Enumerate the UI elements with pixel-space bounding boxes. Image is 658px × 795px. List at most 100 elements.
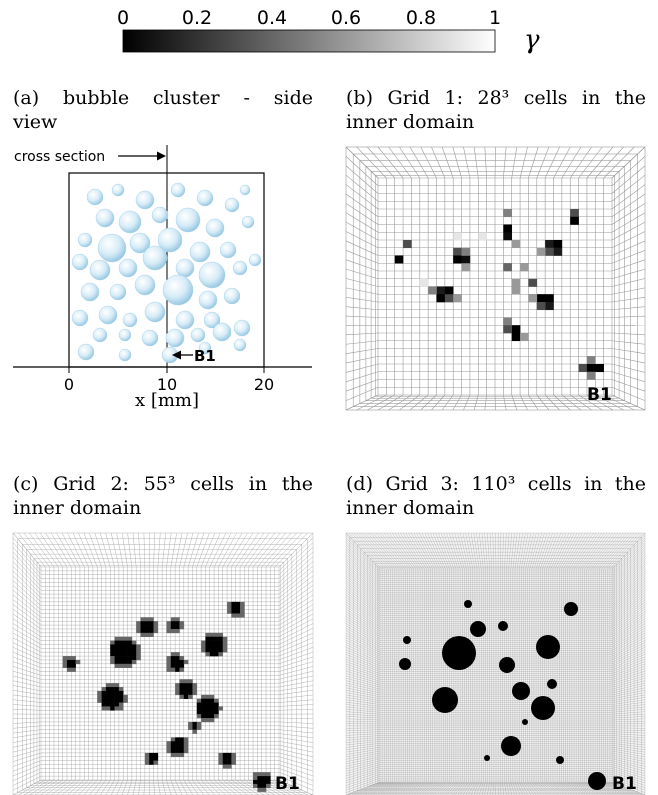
grid-line: [274, 779, 308, 795]
grid-line: [12, 613, 42, 634]
grid-line: [278, 737, 314, 743]
volume-fraction-cell: [257, 780, 262, 785]
colorbar: 0 0.2 0.4 0.6 0.8 1 γ: [117, 7, 540, 55]
volume-fraction-cell: [214, 702, 219, 707]
volume-fraction-cell: [253, 783, 258, 789]
volume-fraction-cell: [97, 694, 102, 699]
grid-line: [611, 745, 646, 750]
grid-line: [432, 781, 448, 795]
grid-line: [45, 532, 68, 568]
grid-line: [345, 287, 379, 295]
grid-line: [345, 561, 381, 593]
grid-line: [552, 781, 569, 795]
grid-line: [468, 532, 476, 570]
grid-line: [51, 779, 72, 795]
grid-line: [544, 394, 560, 411]
grid-line: [345, 675, 381, 686]
grid-line: [278, 589, 314, 614]
bubble: [111, 183, 125, 197]
grid-line: [611, 573, 646, 603]
bubble: [212, 322, 232, 342]
grid-line: [157, 779, 161, 795]
grid-line: [12, 760, 42, 772]
volume-fraction-cell: [136, 656, 141, 661]
grid-line: [345, 721, 381, 723]
grid-line: [174, 532, 183, 568]
grid-line: [170, 779, 177, 795]
volume-fraction-cell: [110, 659, 115, 665]
volume-fraction-cell: [227, 609, 232, 614]
grid-line: [345, 772, 381, 784]
grid-line: [12, 768, 42, 781]
volume-fraction-cell: [235, 609, 241, 614]
volume-fraction-cell: [266, 780, 271, 785]
grid-line: [127, 779, 133, 795]
grid-line: [196, 532, 210, 568]
volume-fraction-cell: [175, 752, 180, 758]
grid-line: [345, 663, 381, 676]
caption-d-line1: (d) Grid 3: 110³ cells in the: [346, 473, 646, 495]
grid-line: [345, 745, 381, 750]
caption-b-line2: inner domain: [346, 111, 475, 133]
volume-fraction-cell: [511, 333, 521, 342]
volume-fraction-cell: [110, 652, 115, 657]
volume-fraction-cell: [235, 613, 241, 618]
grid-line: [345, 630, 381, 649]
volume-fraction-cell: [240, 605, 245, 610]
grid-line: [452, 146, 462, 179]
volume-fraction-cell: [201, 718, 206, 723]
volume-fraction-cell: [123, 694, 128, 699]
volume-fraction-cell: [118, 698, 124, 703]
grid-line: [578, 532, 602, 570]
bubble: [224, 197, 240, 213]
bubble: [203, 311, 221, 329]
volume-fraction-cell: [183, 741, 189, 746]
grid-line: [386, 532, 412, 570]
volume-fraction-cell: [461, 247, 471, 256]
grid-line: [462, 781, 471, 795]
grid-line: [544, 781, 559, 795]
grid-line: [345, 632, 381, 651]
grid-line: [345, 623, 381, 643]
grid-line: [605, 781, 637, 795]
grid-line: [345, 537, 381, 573]
grid-line: [563, 532, 583, 570]
volume-fraction-cell: [196, 710, 202, 715]
grid-line: [187, 532, 199, 568]
bubble: [118, 348, 132, 362]
volume-fraction-cell: [153, 625, 159, 630]
grid-line: [611, 748, 646, 755]
grid-line: [12, 737, 42, 743]
grid-line: [536, 394, 550, 411]
grid-line: [502, 781, 504, 795]
bubble: [162, 274, 194, 306]
grid-line: [265, 532, 297, 568]
volume-fraction-cell: [114, 687, 120, 692]
grid-line: [611, 306, 646, 311]
grid-line: [12, 756, 42, 767]
volume-fraction-cell: [62, 659, 68, 665]
grid-line: [611, 540, 646, 575]
grid-line: [143, 779, 146, 795]
grid-line: [569, 781, 591, 795]
grid-line: [218, 532, 237, 568]
grid-line: [408, 532, 429, 570]
grid-line: [345, 709, 381, 713]
grid-line: [345, 752, 381, 760]
grid-line: [345, 544, 381, 579]
grid-line: [278, 551, 314, 583]
grid-line: [435, 781, 450, 795]
grid-line: [248, 532, 275, 568]
grid-line: [611, 278, 646, 287]
grid-line: [278, 760, 314, 772]
grid-line: [218, 779, 237, 795]
volume-fraction-cell: [214, 640, 219, 645]
volume-fraction-cell: [261, 772, 267, 777]
grid-line: [451, 532, 463, 570]
grid-line: [278, 628, 314, 645]
grid-line: [611, 760, 646, 769]
grid-line: [611, 559, 646, 591]
grid-line: [400, 532, 423, 570]
grid-line: [345, 776, 381, 788]
volume-fraction-cell: [71, 656, 76, 661]
